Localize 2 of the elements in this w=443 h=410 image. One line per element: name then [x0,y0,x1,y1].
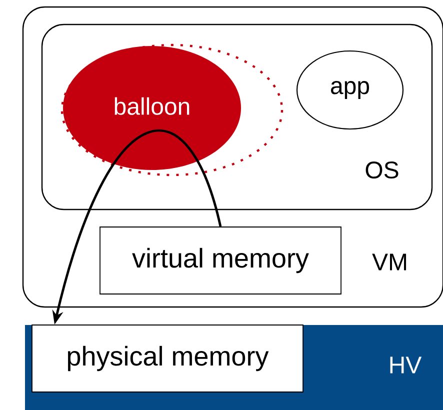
memory-box: physical memory [32,324,304,392]
memory-box: virtual memory [100,226,342,294]
